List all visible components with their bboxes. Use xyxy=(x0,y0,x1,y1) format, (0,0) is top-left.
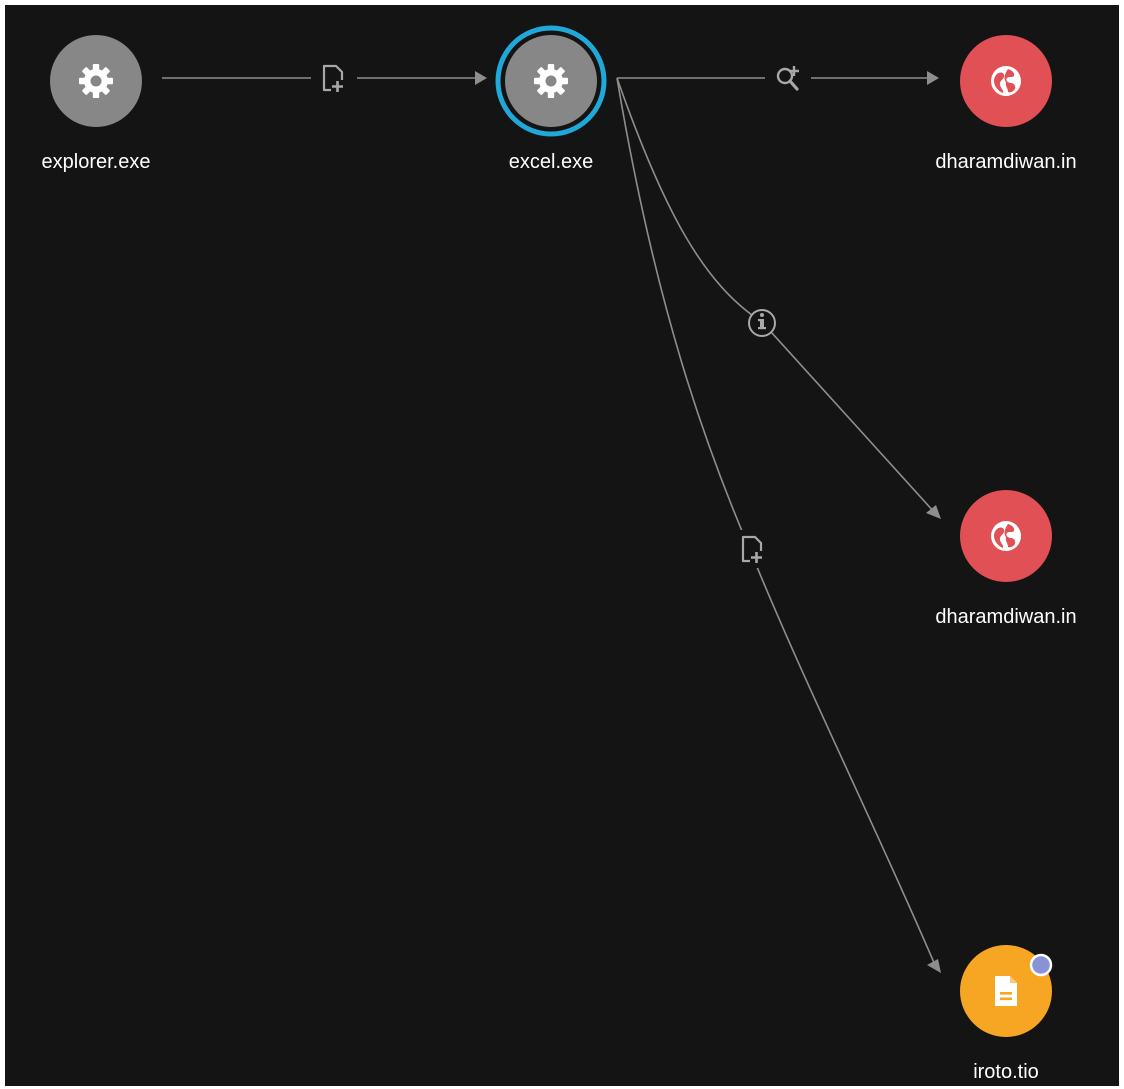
node-dharamdiwan-in-top[interactable]: dharamdiwan.in xyxy=(935,35,1077,173)
edge-excel-domain-top[interactable] xyxy=(617,61,939,95)
globe-icon xyxy=(991,66,1021,96)
node-label: excel.exe xyxy=(509,151,594,173)
edge-explorer-excel[interactable] xyxy=(162,61,487,95)
info-icon xyxy=(748,309,776,337)
document-icon xyxy=(995,976,1017,1006)
node-label: dharamdiwan.in xyxy=(935,606,1076,628)
edge-excel-file[interactable] xyxy=(616,77,941,973)
node-label: explorer.exe xyxy=(42,151,151,173)
gear-icon xyxy=(79,64,113,98)
status-badge xyxy=(1029,953,1053,977)
node-iroto-tio[interactable]: iroto.tio xyxy=(960,945,1053,1083)
node-label: dharamdiwan.in xyxy=(935,151,1076,173)
globe-icon xyxy=(991,521,1021,551)
node-excel-exe[interactable]: excel.exe xyxy=(495,25,607,173)
selection-ring xyxy=(495,25,607,137)
graph-canvas[interactable]: explorer.exe excel.exe dharamdiwan.in dh… xyxy=(5,5,1119,1086)
gear-icon xyxy=(534,64,568,98)
node-explorer-exe[interactable]: explorer.exe xyxy=(42,35,151,173)
node-dharamdiwan-in-mid[interactable]: dharamdiwan.in xyxy=(935,490,1077,628)
edge-excel-domain-mid[interactable] xyxy=(616,77,941,519)
process-graph: explorer.exe excel.exe dharamdiwan.in dh… xyxy=(42,25,1077,1083)
node-label: iroto.tio xyxy=(973,1061,1039,1083)
